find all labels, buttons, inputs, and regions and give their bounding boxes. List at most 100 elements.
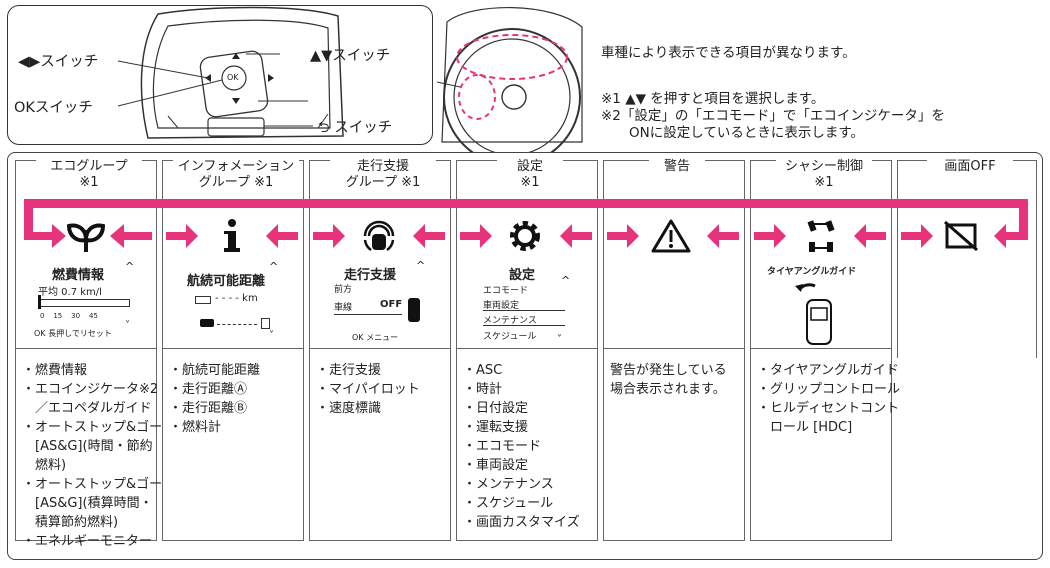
chevron-up-icon: ^ — [269, 260, 279, 273]
column-title-eco: エコグループ※1 — [36, 159, 142, 191]
steering-switch-drawing — [117, 6, 344, 139]
list-item: ・グリップコントロール — [757, 382, 901, 397]
back-switch-label: ⮌ スイッチ — [318, 120, 393, 136]
note-line-3: ※2「設定」の「エコモード」で「エコインジケータ」を — [601, 108, 945, 124]
assist-front-label: 前方 — [334, 285, 353, 295]
note-line-2: ※1 ▲▼ を押すと項目を選択します。 — [601, 91, 825, 107]
column-frame-warning — [603, 160, 745, 358]
car-icon — [408, 298, 420, 322]
range-meter-icon — [195, 296, 211, 304]
info-icon — [224, 219, 240, 252]
eco-screen-mock: 燃費情報 ^ 平均 0.7 km/l 0 15 30 45 OK 長押しでリセッ… — [18, 260, 153, 346]
list-item: ・運転支援 — [463, 420, 529, 435]
column-list-warning: 警告が発生している 場合表示されます。 — [603, 348, 745, 541]
assist-screen-title: 走行支援 — [344, 268, 397, 283]
list-item: ・エネルギーモニター — [22, 534, 153, 549]
list-item: 場合表示されます。 — [610, 382, 726, 397]
list-item: ・タイヤアングルガイド — [757, 363, 899, 378]
column-list-assist: ・走行支援 ・マイパイロット ・速度標識 — [309, 348, 451, 541]
list-item: ・マイパイロット — [316, 382, 420, 397]
list-item: ・速度標識 — [316, 401, 382, 416]
list-item: ・走行支援 — [316, 363, 382, 378]
list-item: ・燃費情報 — [22, 363, 88, 378]
eco-gauge-bar — [38, 299, 130, 307]
list-item: ・ヒルディセントコント — [757, 401, 900, 416]
eco-screen-title: 燃費情報 — [52, 268, 105, 283]
list-item: ／エコペダルガイド — [22, 401, 152, 416]
note-line-4: ONに設定しているときに表示します。 — [629, 125, 864, 141]
assist-lane-status: OFF — [380, 299, 403, 310]
eco-average-line: 平均 0.7 km/l — [38, 287, 102, 298]
steering-wheel-overview — [436, 6, 583, 152]
list-item: 積算節約燃料) — [22, 515, 119, 530]
list-item: [AS&G](積算時間・ — [22, 496, 153, 511]
assist-lane-label: 車線 — [334, 303, 353, 313]
settings-screen-mock: 設定 エコモード ^ 車両設定 メンテナンス スケジュール ˅ — [459, 262, 594, 346]
info-screen-mock: 航続可能距離 ^ - - - - km ˅ — [165, 260, 300, 346]
assist-menu-hint: OK メニュー — [352, 333, 399, 342]
chevron-up-icon: ^ — [125, 260, 135, 273]
list-item: 燃料) — [22, 458, 67, 473]
chevron-down-icon: ˅ — [557, 334, 562, 345]
cycle-loop-band — [24, 199, 1028, 208]
leaf-eco-icon — [66, 223, 106, 252]
range-value: - - - - km — [215, 293, 258, 304]
eco-gauge-pointer — [38, 295, 41, 309]
column-list-eco: ・燃費情報 ・エコインジケータ※2 ／エコペダルガイド ・オートストップ&ゴー … — [15, 348, 163, 549]
list-item: ・日付設定 — [463, 401, 529, 416]
settings-menu-item: スケジュール — [483, 332, 537, 342]
list-item: ・時計 — [463, 382, 503, 397]
settings-screen-title: 設定 — [509, 268, 536, 283]
list-item: ロール [HDC] — [757, 420, 853, 435]
list-item: [AS&G](時間・節約 — [22, 439, 153, 454]
list-item: ・走行距離Ⓑ — [169, 401, 248, 416]
eco-reset-hint: OK 長押しでリセット — [34, 329, 112, 338]
column-title-info: インフォメーショングループ ※1 — [173, 159, 299, 191]
list-item: ・オートストップ&ゴー — [22, 477, 163, 492]
column-list-info: ・航続可能距離 ・走行距離Ⓐ ・走行距離Ⓑ ・燃料計 — [162, 348, 304, 541]
list-item: ・燃料計 — [169, 420, 222, 435]
chevron-down-icon: ˅ — [269, 330, 274, 341]
list-item: ・航続可能距離 — [169, 363, 261, 378]
column-list-settings: ・ASC ・時計 ・日付設定 ・運転支援 ・エコモード ・車両設定 ・メンテナン… — [456, 348, 598, 541]
chevron-down-icon: ˅ — [125, 320, 130, 331]
screen-off-icon — [944, 220, 978, 252]
column-title-chassis: シャシー制御※1 — [776, 159, 872, 191]
ok-button-text: OK — [227, 73, 239, 82]
cycle-arrows — [24, 224, 1028, 248]
gear-icon — [510, 221, 540, 251]
car-chassis-icon — [807, 220, 835, 252]
column-list-chassis: ・タイヤアングルガイド ・グリップコントロール ・ヒルディセントコント ロール … — [750, 348, 901, 541]
car-icon — [200, 319, 214, 327]
settings-menu-item: 車両設定 — [483, 301, 520, 311]
list-item: ・スケジュール — [463, 496, 554, 511]
ud-switch-label: ▲▼スイッチ — [310, 48, 391, 64]
settings-menu-item: エコモード — [483, 286, 529, 296]
list-item: ・ASC — [463, 363, 503, 378]
column-title-warning: 警告 — [649, 159, 705, 175]
column-frame-screen-off — [897, 160, 1037, 358]
chevron-up-icon: ^ — [416, 259, 426, 272]
chevron-up-icon: ^ — [561, 274, 571, 287]
tire-angle-car-icon — [795, 283, 832, 345]
assist-screen-mock: 走行支援 ^ 前方 車線 OFF OK メニュー — [312, 259, 447, 346]
list-item: ・エコインジケータ※2 — [22, 382, 159, 397]
chassis-screen-title: タイヤアングルガイド — [767, 267, 857, 277]
list-item: ・走行距離Ⓐ — [169, 382, 248, 397]
info-screen-title: 航続可能距離 — [187, 274, 266, 289]
eco-gauge-scale: 0 15 30 45 — [40, 312, 98, 320]
chassis-screen-mock: タイヤアングルガイド — [753, 262, 888, 346]
driving-assist-icon — [363, 220, 395, 252]
settings-menu-item-selected: メンテナンス — [483, 316, 537, 326]
list-item: ・オートストップ&ゴー — [22, 420, 163, 435]
column-title-assist: 走行支援グループ ※1 — [330, 159, 436, 191]
column-title-screen-off: 画面OFF — [927, 159, 1013, 175]
display-groups-table — [7, 152, 1043, 560]
switch-diagram-box: ◀▶スイッチ OKスイッチ ▲▼スイッチ ⮌ スイッチ OK — [7, 5, 433, 145]
lr-switch-label: ◀▶スイッチ — [18, 54, 99, 70]
column-title-settings: 設定※1 — [497, 159, 563, 191]
list-item: ・エコモード — [463, 439, 542, 454]
assist-divider — [334, 314, 402, 315]
fuel-pump-icon — [261, 318, 270, 329]
ok-switch-label: OKスイッチ — [14, 100, 93, 116]
